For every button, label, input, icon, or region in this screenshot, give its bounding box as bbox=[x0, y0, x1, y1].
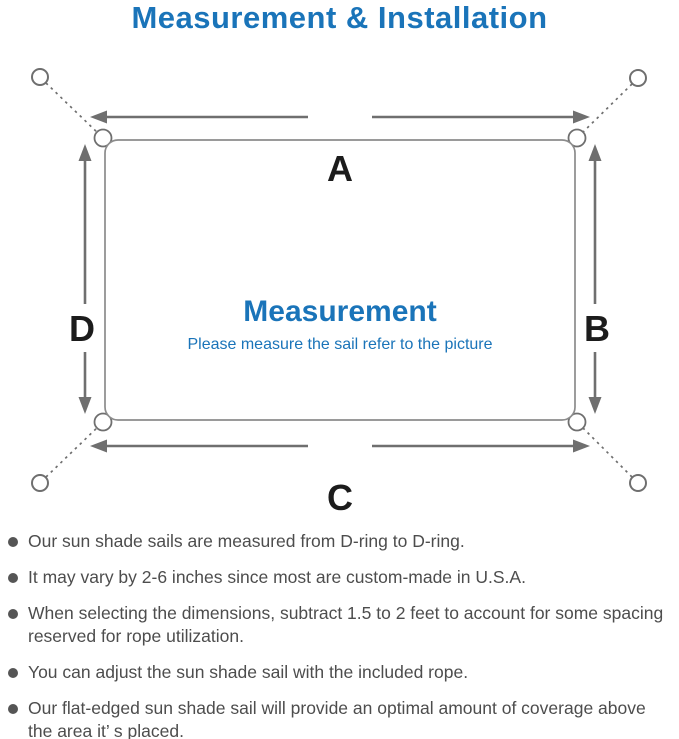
diagram-center-text: Measurement Please measure the sail refe… bbox=[120, 296, 560, 356]
sail-measurement-diagram: A B C D Measurement Please measure the s… bbox=[0, 52, 679, 516]
sail-diagram-svg bbox=[31, 68, 647, 492]
sail-outline bbox=[104, 139, 576, 421]
d-ring-top-right bbox=[567, 128, 587, 148]
arrowhead-c-left bbox=[90, 439, 107, 453]
bullet-dot bbox=[8, 609, 18, 619]
dimension-label-c: C bbox=[327, 477, 353, 518]
note-item: You can adjust the sun shade sail with t… bbox=[6, 661, 672, 684]
page-title: Measurement & Installation bbox=[131, 0, 548, 35]
bullet-dot bbox=[8, 537, 18, 547]
rope-dashed-line-bottom-right bbox=[578, 423, 633, 478]
dimension-label-b: B bbox=[584, 308, 610, 349]
arrowhead-a-right bbox=[573, 110, 590, 124]
d-ring-bottom-left bbox=[93, 412, 113, 432]
arrowhead-d-up bbox=[78, 144, 92, 161]
dimension-label-d: D bbox=[69, 308, 95, 349]
arrowhead-c-right bbox=[573, 439, 590, 453]
note-text: When selecting the dimensions, subtract … bbox=[28, 603, 664, 646]
anchor-point-top-right bbox=[629, 69, 647, 87]
rope-dashed-line-bottom-left bbox=[45, 423, 102, 478]
d-ring-bottom-right bbox=[567, 412, 587, 432]
note-item: When selecting the dimensions, subtract … bbox=[6, 602, 672, 648]
diagram-center-title: Measurement bbox=[243, 295, 437, 328]
anchor-point-bottom-right bbox=[629, 474, 647, 492]
note-text: You can adjust the sun shade sail with t… bbox=[28, 662, 469, 682]
rope-dashed-line-top-left bbox=[45, 82, 102, 137]
note-item: It may vary by 2-6 inches since most are… bbox=[6, 566, 672, 589]
bullet-dot bbox=[8, 668, 18, 678]
measurement-notes-list: Our sun shade sails are measured from D-… bbox=[6, 530, 672, 739]
note-text: It may vary by 2-6 inches since most are… bbox=[28, 567, 526, 587]
arrowhead-d-down bbox=[78, 397, 92, 414]
rope-dashed-line-top-right bbox=[578, 83, 633, 137]
anchor-point-bottom-left bbox=[31, 474, 49, 492]
bullet-dot bbox=[8, 573, 18, 583]
arrowhead-b-down bbox=[588, 397, 602, 414]
d-ring-top-left bbox=[93, 128, 113, 148]
note-item: Our sun shade sails are measured from D-… bbox=[6, 530, 672, 553]
arrowhead-b-up bbox=[588, 144, 602, 161]
note-item: Our flat-edged sun shade sail will provi… bbox=[6, 697, 672, 739]
dimension-label-a: A bbox=[327, 148, 353, 189]
note-text: Our sun shade sails are measured from D-… bbox=[28, 531, 465, 551]
note-text: Our flat-edged sun shade sail will provi… bbox=[28, 698, 646, 739]
arrowhead-a-left bbox=[90, 110, 107, 124]
bullet-dot bbox=[8, 704, 18, 714]
diagram-center-subtitle: Please measure the sail refer to the pic… bbox=[187, 336, 493, 353]
anchor-point-top-left bbox=[31, 68, 49, 86]
